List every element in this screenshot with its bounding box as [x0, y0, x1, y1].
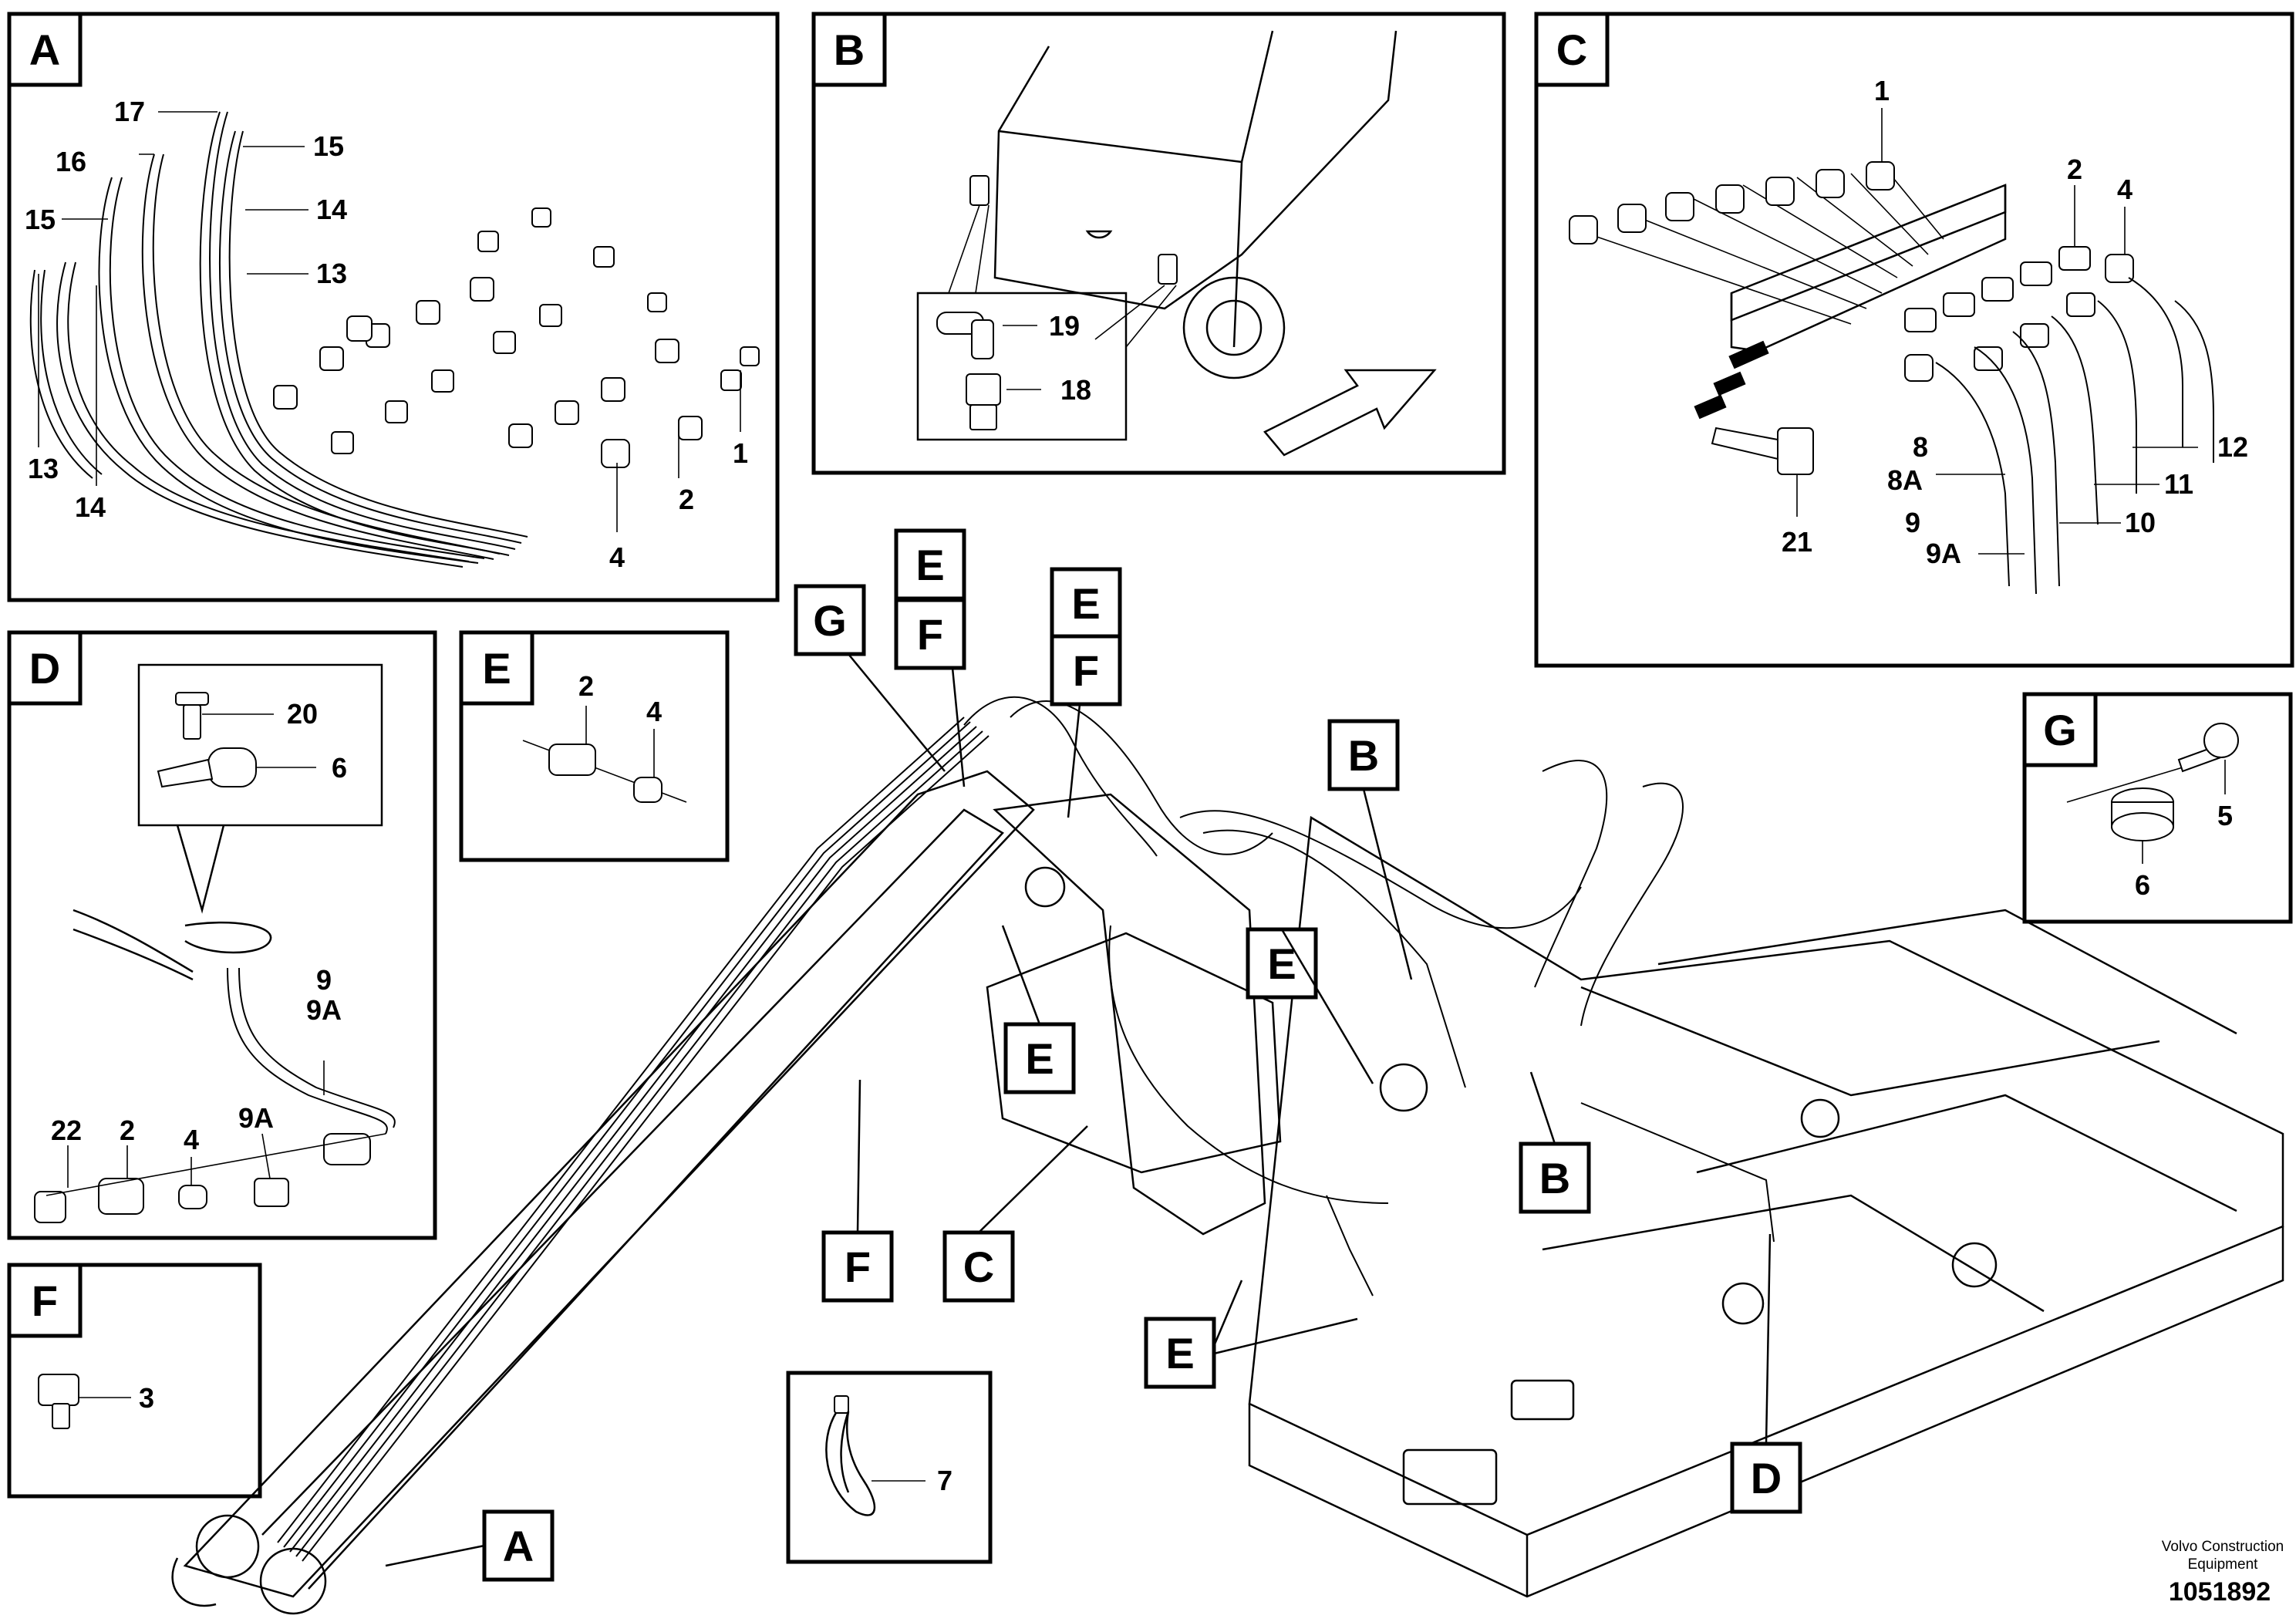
direction-arrow-icon: [1263, 369, 1437, 457]
callout-leaders: [385, 653, 1772, 1567]
callout-label: B: [1348, 731, 1379, 780]
callout-label: C: [963, 1243, 994, 1291]
part-label: 9A: [306, 994, 342, 1026]
part-label: 2: [2067, 153, 2082, 185]
part-label: 9: [316, 964, 332, 996]
panel-c: C: [1534, 12, 2294, 668]
part-label: 6: [332, 752, 347, 784]
part-label: 18: [1060, 374, 1091, 406]
elbow-fitting-icon: [936, 312, 994, 359]
callout-label: E: [1165, 1329, 1194, 1378]
part-label: 1: [1874, 75, 1890, 106]
part-label: 8: [1913, 431, 1928, 463]
straight-fitting-icon: [966, 373, 1001, 430]
part-label: 14: [316, 194, 347, 225]
callout-label: A: [503, 1522, 534, 1570]
callout-label: F: [845, 1243, 871, 1291]
panel-b: B 19 18: [811, 12, 1506, 475]
grommet-icon: [2111, 787, 2174, 841]
part-label: 9A: [238, 1102, 274, 1134]
cable-tie-icon: [825, 1395, 876, 1516]
brand-name-line-2: Equipment: [2188, 1556, 2259, 1573]
boom-end-illustration: [969, 30, 1397, 379]
callout-label: F: [1073, 646, 1099, 695]
part-label: 11: [2164, 468, 2193, 500]
panel-d: D 20 6 9: [7, 630, 437, 1240]
fitting-sequence-illustration: [34, 1133, 371, 1223]
detail-inset-box: [916, 292, 1128, 441]
part-label: 19: [1049, 310, 1080, 342]
callout-tags: E F G E F B E E C F B E D A: [482, 528, 1802, 1582]
callout-label: E: [915, 541, 944, 589]
brand-name: Volvo Construction: [2162, 1539, 2284, 1555]
callout-label: E: [1025, 1034, 1054, 1083]
part-label: 10: [2125, 507, 2156, 538]
panel-cable-tie: 7: [786, 1371, 993, 1564]
part-label: 17: [114, 96, 145, 127]
callout-label: D: [1751, 1454, 1782, 1502]
part-label: 4: [646, 696, 662, 727]
part-label: 2: [679, 484, 694, 515]
part-label: 4: [2117, 174, 2132, 205]
hose-clamp-illustration: [72, 909, 396, 1135]
panel-f-label: F: [32, 1276, 58, 1325]
upper-frame-illustration: [986, 815, 2284, 1598]
part-label: 1: [733, 437, 748, 469]
panel-c-label: C: [1556, 25, 1587, 74]
document-number: 1051892: [2169, 1577, 2271, 1607]
panel-b-label: B: [834, 25, 865, 74]
part-label: 8A: [1887, 464, 1923, 496]
part-label: 9A: [1926, 538, 1961, 569]
part-label: 6: [2135, 869, 2150, 901]
bolt-icon: [1694, 340, 1814, 475]
panel-f: F 3: [7, 1263, 262, 1499]
part-label: 9: [1905, 507, 1920, 538]
panel-a: A: [7, 12, 780, 602]
part-label: 2: [578, 670, 594, 702]
fitting-pair-illustration: [548, 744, 663, 803]
part-label: 20: [287, 698, 318, 730]
excavator-boom-illustration: [171, 696, 1775, 1615]
hose-ends-illustration: [1935, 277, 2214, 595]
callout-label: E: [1071, 579, 1100, 628]
panel-g-label: G: [2043, 706, 2077, 754]
part-label: 22: [51, 1114, 82, 1146]
elbow-fitting-icon: [38, 1374, 79, 1429]
hose-bundle-illustration: [29, 111, 528, 568]
part-label: 14: [75, 491, 106, 523]
callout-label: B: [1539, 1154, 1570, 1202]
part-label: 15: [25, 204, 56, 235]
clamp-detail-illustration: [157, 692, 257, 788]
part-label: 12: [2217, 431, 2248, 463]
part-label: 7: [937, 1465, 952, 1496]
part-label: 5: [2217, 800, 2233, 831]
panel-g: G 5 6: [2022, 692, 2293, 924]
detail-inset-box: [137, 663, 383, 827]
part-label: 4: [184, 1124, 199, 1155]
part-label: 21: [1782, 526, 1812, 558]
panel-d-label: D: [29, 644, 60, 693]
part-label: 16: [56, 146, 86, 177]
fitting-row-illustration: [1569, 161, 2134, 382]
panel-e-label: E: [482, 644, 511, 693]
document-footer: Volvo Construction Equipment 1051892: [2162, 1539, 2284, 1607]
panel-a-leaders: [38, 111, 741, 532]
callout-label: F: [917, 610, 943, 659]
part-label: 2: [120, 1114, 135, 1146]
part-label: 4: [609, 541, 625, 573]
panel-a-label: A: [29, 25, 60, 74]
part-label: 13: [316, 258, 347, 289]
screw-icon: [2177, 723, 2239, 773]
panel-e: E 2 4: [459, 630, 730, 862]
part-label: 3: [139, 1382, 154, 1414]
callout-label: G: [813, 596, 847, 645]
connector-row-illustration: [273, 207, 760, 468]
part-label: 13: [28, 453, 59, 484]
part-label: 15: [313, 130, 344, 162]
